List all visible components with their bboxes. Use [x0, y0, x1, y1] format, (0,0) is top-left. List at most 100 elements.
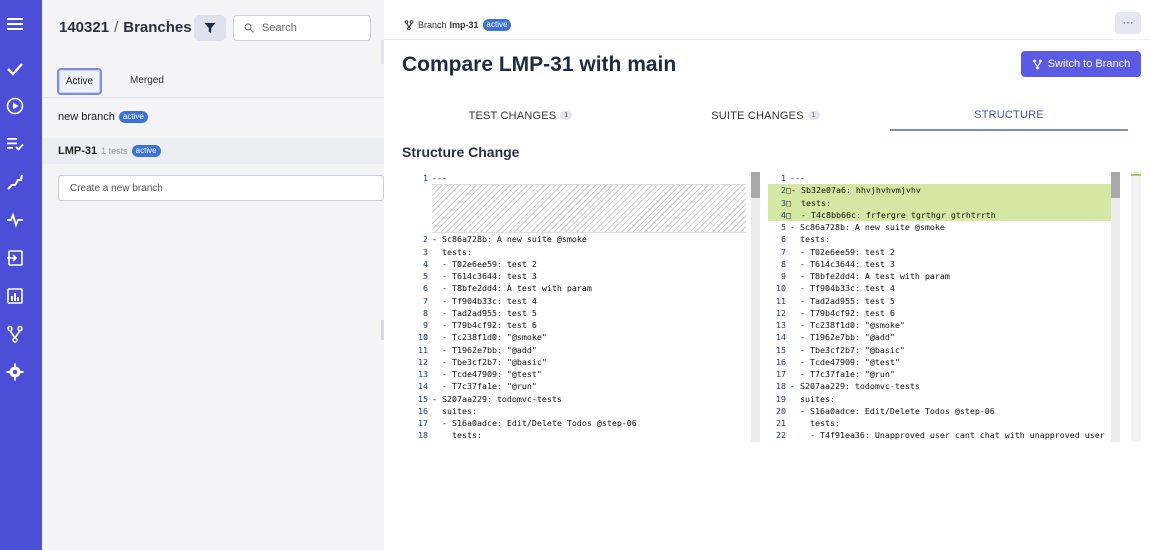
diff-line: 21 tests:: [768, 417, 1120, 429]
checklist-icon[interactable]: [5, 134, 25, 154]
panel-resize-handle[interactable]: [381, 320, 384, 340]
analytics-icon[interactable]: [5, 286, 25, 306]
menu-icon[interactable]: [5, 14, 25, 34]
tab-count: 1: [560, 111, 573, 120]
diff-line: 16 - Tcde47909: "@test": [768, 356, 1120, 368]
code-text: ---: [790, 173, 805, 183]
diff-line: 8 - T614c3644: test 3: [768, 258, 1120, 270]
diff-overview-ruler: [1131, 172, 1141, 442]
code-text: - Tcde47909: "@test": [432, 369, 542, 379]
line-number: 8: [781, 258, 786, 269]
search-box[interactable]: [233, 15, 371, 41]
line-number: 17: [776, 369, 786, 379]
import-icon[interactable]: [5, 248, 25, 268]
code-text: - Sc86a728b: A new suite @smoke: [790, 222, 945, 232]
diff-line: 11 - T1962e7bb: "@add": [410, 344, 762, 356]
more-options-button[interactable]: ···: [1115, 12, 1141, 34]
switch-to-branch-button[interactable]: Switch to Branch: [1021, 51, 1141, 77]
fold-marker[interactable]: □: [786, 209, 791, 220]
code-text: - Sb32e07a6: hhvjhvhvmjvhv: [791, 185, 921, 196]
check-icon[interactable]: [5, 59, 25, 79]
diff-line: 14 - T1962e7bb: "@add": [768, 331, 1120, 343]
diff-line: 8 - Tad2ad955: test 5: [410, 307, 762, 319]
diff-line: 5 - T614c3644: test 3: [410, 270, 762, 282]
tab-structure[interactable]: STRUCTURE: [890, 100, 1128, 131]
branch-item-new-branch[interactable]: new branch active: [42, 108, 384, 126]
code-text: - T79b4cf92: test 6: [432, 320, 537, 330]
branches-panel: 140321/Branches Active Merged new branch…: [42, 0, 384, 550]
new-branch-input[interactable]: [70, 182, 350, 194]
branch-item-lmp-31[interactable]: LMP-31 1 tests active: [42, 138, 384, 164]
tab-active[interactable]: Active: [57, 68, 102, 95]
line-number: 21: [776, 418, 786, 428]
scrollbar-thumb[interactable]: [1111, 172, 1120, 198]
play-circle-icon[interactable]: [5, 96, 25, 116]
line-number: 17: [418, 418, 428, 428]
diff-line: 15 - Tbe3cf2b7: "@basic": [768, 344, 1120, 356]
diff-line: 7 - T02e6ee59: test 2: [768, 246, 1120, 258]
diff-line: 14 - T7c37fa1e: "@run": [410, 380, 762, 392]
search-input[interactable]: [262, 22, 352, 34]
line-number: 19: [410, 442, 428, 443]
line-number: 1: [423, 173, 428, 183]
diff-line: 4□ - T4c8bb66c: frfergre tgrthgr gtrhtrr…: [768, 208, 1120, 221]
line-number: 1: [781, 173, 786, 183]
diff-line: 19 - T4f91ea36: Unapproved user cant cha…: [410, 442, 762, 443]
new-branch-field[interactable]: [58, 175, 384, 201]
code-text: - Tad2ad955: test 5: [790, 295, 895, 306]
fold-marker[interactable]: □: [786, 185, 791, 196]
breadcrumb: Branch lmp-31 active: [404, 19, 512, 31]
steps-icon[interactable]: [5, 172, 25, 192]
tab-merged[interactable]: Merged: [130, 75, 164, 86]
compare-main: Branch lmp-31 active ··· Compare LMP-31 …: [384, 0, 1150, 550]
diff-scrollbar-original[interactable]: [751, 172, 760, 442]
branch-name: LMP-31: [58, 145, 98, 157]
line-number: 9: [781, 271, 786, 281]
code-text: - T614c3644: test 3: [432, 271, 537, 281]
page-title: Compare LMP-31 with main: [402, 53, 677, 76]
code-text: tests:: [432, 246, 472, 257]
fold-marker[interactable]: □: [786, 197, 791, 208]
line-number: 16: [776, 356, 786, 367]
code-text: - T4f91ea36: Unapproved user cant chat w…: [790, 430, 1105, 441]
line-number: 22: [776, 430, 786, 441]
branch-icon: [1032, 59, 1042, 69]
code-text: - T02e6ee59: test 2: [432, 258, 537, 269]
breadcrumb-branch[interactable]: lmp-31: [449, 20, 479, 30]
section-title: Structure Change: [402, 144, 520, 160]
pulse-icon[interactable]: [5, 210, 25, 230]
title-separator: /: [114, 19, 119, 36]
code-text: - S16a0adce: Edit/Delete Todos @step-06: [790, 405, 995, 416]
diff-line: 18 tests:: [410, 429, 762, 441]
diff-line: 12 - T79b4cf92: test 6: [768, 307, 1120, 319]
code-text: suites:: [790, 393, 835, 404]
diff-line: 18- S207aa229: todomvc-tests: [768, 380, 1120, 392]
line-number: 11: [418, 344, 428, 355]
filter-button[interactable]: [194, 15, 226, 41]
scrollbar-thumb[interactable]: [751, 172, 760, 198]
diff-line: 17 - T7c37fa1e: "@run": [768, 368, 1120, 380]
settings-icon[interactable]: [5, 362, 25, 382]
code-text: - T8bfe2dd4: A test with param: [432, 283, 592, 294]
code-text: - S16a0adce: Edit/Delete Todos @step-06: [432, 418, 637, 428]
line-number: 6: [423, 283, 428, 294]
tab-test-changes[interactable]: TEST CHANGES 1: [398, 100, 643, 131]
diff-scrollbar-modified[interactable]: [1111, 172, 1120, 442]
tab-label: STRUCTURE: [974, 108, 1044, 121]
line-number: 10: [418, 332, 428, 343]
branches-icon[interactable]: [5, 324, 25, 344]
code-text: tests:: [791, 197, 831, 208]
diff-line: 13 - Tc238f1d0: "@smoke": [768, 319, 1120, 331]
line-number: 16: [418, 405, 428, 416]
branch-filter-tabs: Active Merged: [42, 56, 384, 98]
tab-suite-changes[interactable]: SUITE CHANGES 1: [643, 100, 888, 131]
code-text: - T8bfe2dd4: A test with param: [790, 271, 950, 281]
code-text: - T1962e7bb: "@add": [790, 332, 895, 343]
tab-label: SUITE CHANGES: [711, 109, 804, 122]
code-text: - T1962e7bb: "@add": [432, 344, 537, 355]
code-text: tests:: [790, 234, 830, 245]
diff-line: 3□ tests:: [768, 196, 1120, 209]
line-number: 18: [418, 430, 428, 441]
